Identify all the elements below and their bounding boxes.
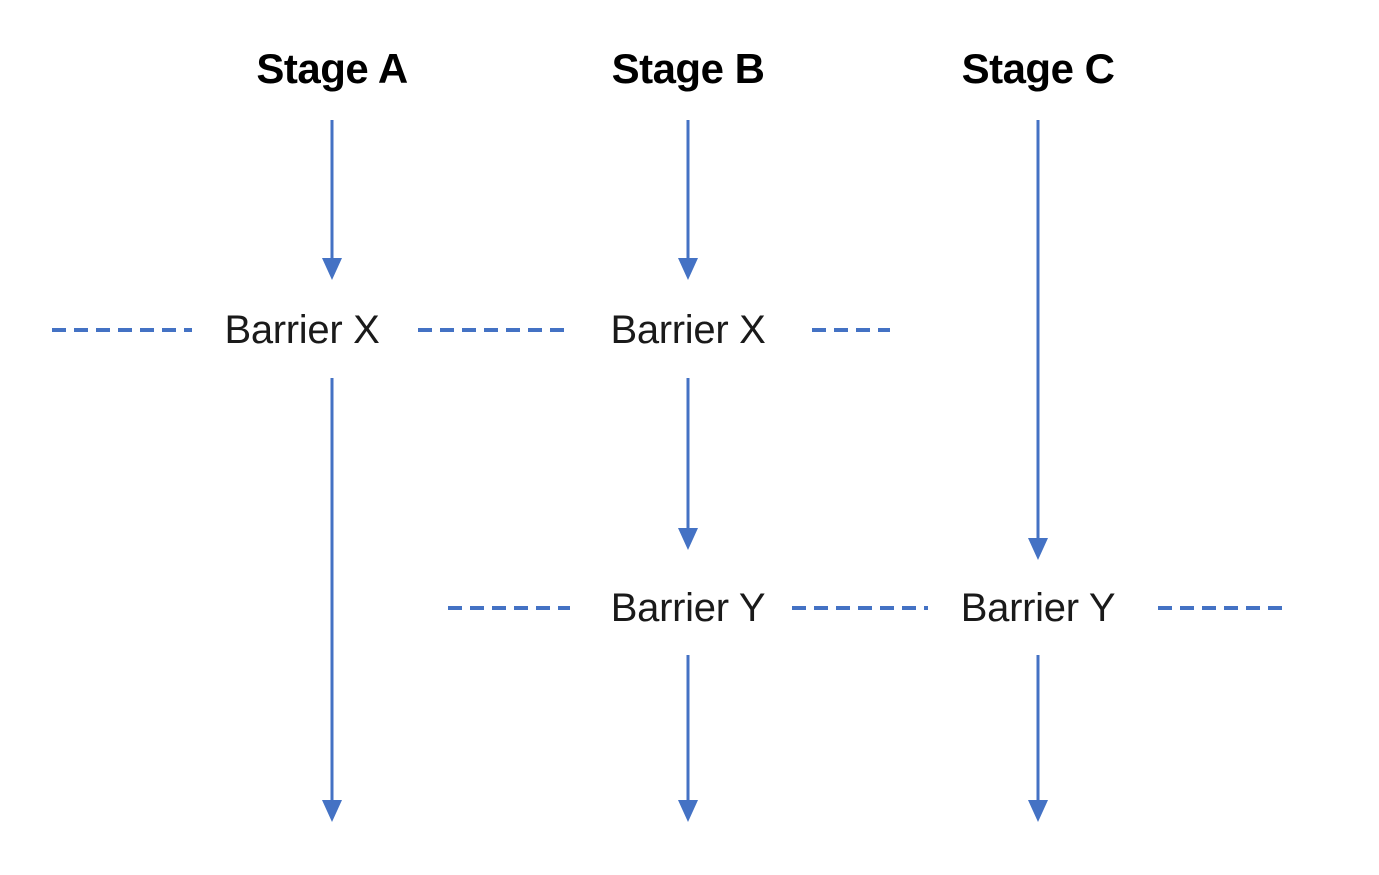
arrow-stage-a-to-barrier-x xyxy=(322,120,342,280)
dashed-link-row2-right-stub xyxy=(1158,606,1282,610)
arrow-stage-c-to-barrier-y xyxy=(1028,120,1048,560)
arrow-head xyxy=(322,800,342,822)
stage-header-b: Stage B xyxy=(611,45,765,92)
arrow-barrier-y-c-to-output xyxy=(1028,655,1048,822)
stage-header-c: Stage C xyxy=(961,45,1115,92)
barrier-label-x-stage-a: Barrier X xyxy=(224,308,380,352)
arrow-head xyxy=(1028,538,1048,560)
arrow-head xyxy=(678,800,698,822)
arrow-head xyxy=(678,258,698,280)
dashed-link-row2-between-b-and-c xyxy=(792,606,928,610)
arrow-head xyxy=(322,258,342,280)
arrow-head xyxy=(1028,800,1048,822)
arrow-head xyxy=(678,528,698,550)
dashed-link-row1-right-stub xyxy=(812,328,890,332)
dashed-link-row1-left-stub xyxy=(52,328,192,332)
barrier-label-x-stage-b: Barrier X xyxy=(610,308,766,352)
barrier-label-y-stage-c: Barrier Y xyxy=(960,586,1116,630)
arrow-barrier-x-a-to-output xyxy=(322,378,342,822)
barrier-label-y-stage-b: Barrier Y xyxy=(610,586,766,630)
dashed-link-row1-between-a-and-b xyxy=(418,328,566,332)
arrow-barrier-y-b-to-output xyxy=(678,655,698,822)
arrow-stage-b-to-barrier-x xyxy=(678,120,698,280)
dashed-link-row2-left-stub xyxy=(448,606,570,610)
stage-header-a: Stage A xyxy=(256,45,408,92)
arrow-barrier-x-b-to-barrier-y xyxy=(678,378,698,550)
